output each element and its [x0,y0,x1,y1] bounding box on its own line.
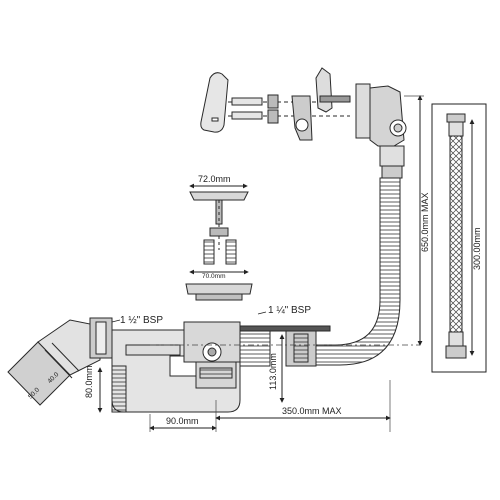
flexi-braided-hose [449,135,463,333]
waste-flange [185,283,253,295]
waste-height-dimension: 113.0mm [268,334,285,403]
hose-length-label: 650.0mm MAX [420,192,430,252]
plug-top-diameter-label: 72.0mm [198,174,231,184]
flexi-hose-length-label: 300.00mm [472,227,482,270]
waste-height-label: 113.0mm [268,353,278,390]
overflow-flap [315,67,333,113]
overflow-length-dimension: 350.0mm MAX [215,380,391,432]
plug-thread-left [203,239,215,265]
outlet-thread-label: 1 ½" BSP [120,315,163,326]
plug-thread-right [225,239,237,265]
trap-height-label: 80.0mm [84,365,94,398]
overflow-exploded-assembly [200,67,407,179]
outlet-pipe [7,319,101,406]
trap-offset-dimension: 90.0mm [149,414,217,432]
overflow-length-label: 350.0mm MAX [282,406,342,416]
flexi-connector-panel: 300.00mm [431,103,487,373]
overflow-bracket [291,95,313,141]
plug-bottom-diameter-label: 70.0mm [202,273,225,280]
hose-length-dimension: 650.0mm MAX [404,95,430,346]
overflow-cover-plate [200,72,229,133]
trap-height-dimension: 80.0mm [84,365,103,413]
plug-exploded-assembly: 72.0mm 70.0mm [185,174,253,301]
plug-seal [209,227,229,237]
overflow-flexible-hose [315,177,401,366]
overflow-thread-label: 1 ¼" BSP [268,304,311,316]
trap-assembly: 40.0 50.0 [7,317,331,413]
trap-offset-label: 90.0mm [166,416,199,426]
plug-cap [189,191,249,201]
overflow-body [355,83,407,179]
